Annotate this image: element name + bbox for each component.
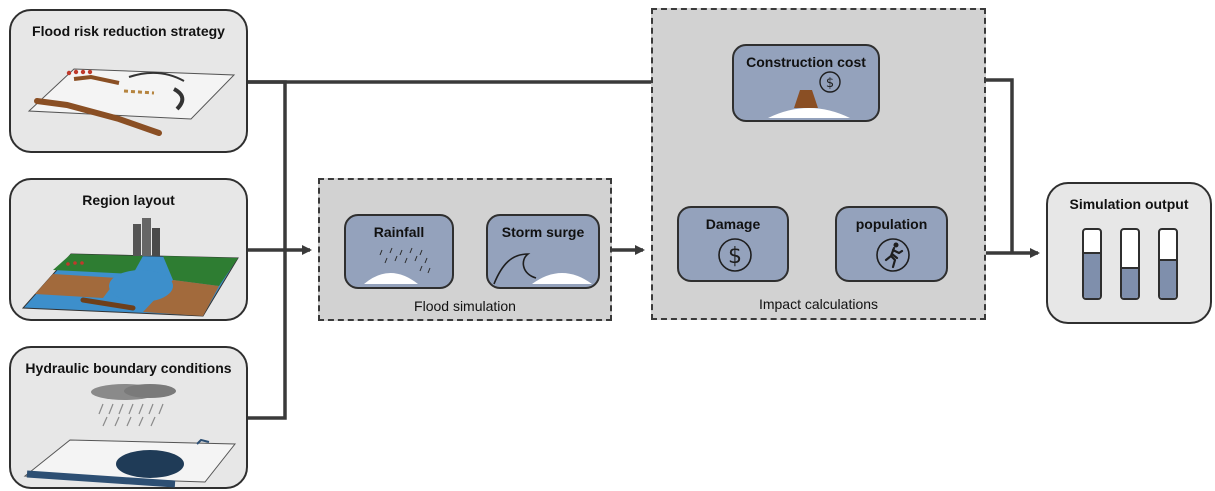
region-title: Region layout xyxy=(82,192,175,208)
running-person-icon xyxy=(876,238,910,272)
strategy-title: Flood risk reduction strategy xyxy=(32,23,225,39)
hydraulic-title: Hydraulic boundary conditions xyxy=(25,360,232,376)
population-label: population xyxy=(855,216,928,232)
output-level-bar xyxy=(1082,228,1102,300)
svg-text:$: $ xyxy=(728,244,742,269)
output-level-fill xyxy=(1122,267,1138,298)
rainfall-label: Rainfall xyxy=(373,224,425,240)
storm-surge-box: Storm surge xyxy=(486,214,600,289)
strategy-illustration xyxy=(27,68,236,136)
output-level-fill xyxy=(1084,251,1100,298)
storm-surge-label: Storm surge xyxy=(501,224,585,240)
hydraulic-illustration xyxy=(23,384,237,488)
region-panel: Region layout xyxy=(9,178,248,321)
dollar-icon: $ xyxy=(718,238,752,272)
strategy-panel: Flood risk reduction strategy xyxy=(9,9,248,153)
impact-calculations-group: Construction cost $ Damage $ population … xyxy=(651,8,986,320)
construction-cost-illustration: $ xyxy=(768,71,850,118)
flood-simulation-group: Rainfall Storm surge Flood simulation xyxy=(318,178,612,321)
region-illustration xyxy=(21,218,239,317)
construction-cost-label: Construction cost xyxy=(746,54,866,70)
construction-cost-box: Construction cost $ xyxy=(732,44,880,122)
output-level-bar xyxy=(1120,228,1140,300)
damage-label: Damage xyxy=(705,216,761,232)
output-level-bar xyxy=(1158,228,1178,300)
population-box: population xyxy=(835,206,948,282)
svg-text:$: $ xyxy=(826,76,834,91)
flood-simulation-label: Flood simulation xyxy=(414,298,516,314)
rain-icon xyxy=(364,247,431,284)
simulation-output-title: Simulation output xyxy=(1069,196,1189,212)
output-bars xyxy=(1082,228,1192,304)
impact-calculations-label: Impact calculations xyxy=(758,296,879,312)
output-level-fill xyxy=(1160,258,1176,298)
rainfall-box: Rainfall xyxy=(344,214,454,289)
wave-icon xyxy=(493,253,592,285)
damage-box: Damage $ xyxy=(677,206,789,282)
hydraulic-panel: Hydraulic boundary conditions xyxy=(9,346,248,489)
dollar-icon xyxy=(819,71,841,93)
simulation-output-panel: Simulation output xyxy=(1046,182,1212,324)
